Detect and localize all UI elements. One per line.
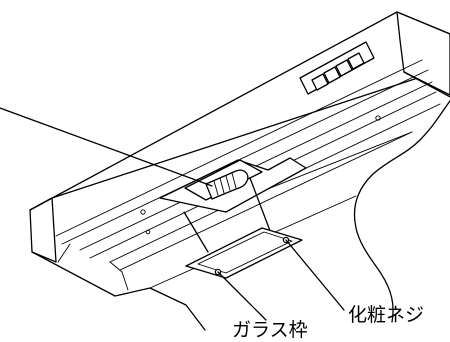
glass-frame — [185, 227, 303, 279]
hood-screws — [140, 115, 381, 235]
label-decorative-screw: 化粧ネジ — [348, 304, 424, 326]
bulb-leader-line — [0, 107, 213, 187]
label-leader-lines — [217, 239, 345, 321]
light-housing — [159, 157, 307, 213]
switch-panel — [299, 41, 375, 95]
label-glass-frame: ガラス枠 — [232, 319, 308, 341]
explode-lines — [183, 177, 273, 253]
